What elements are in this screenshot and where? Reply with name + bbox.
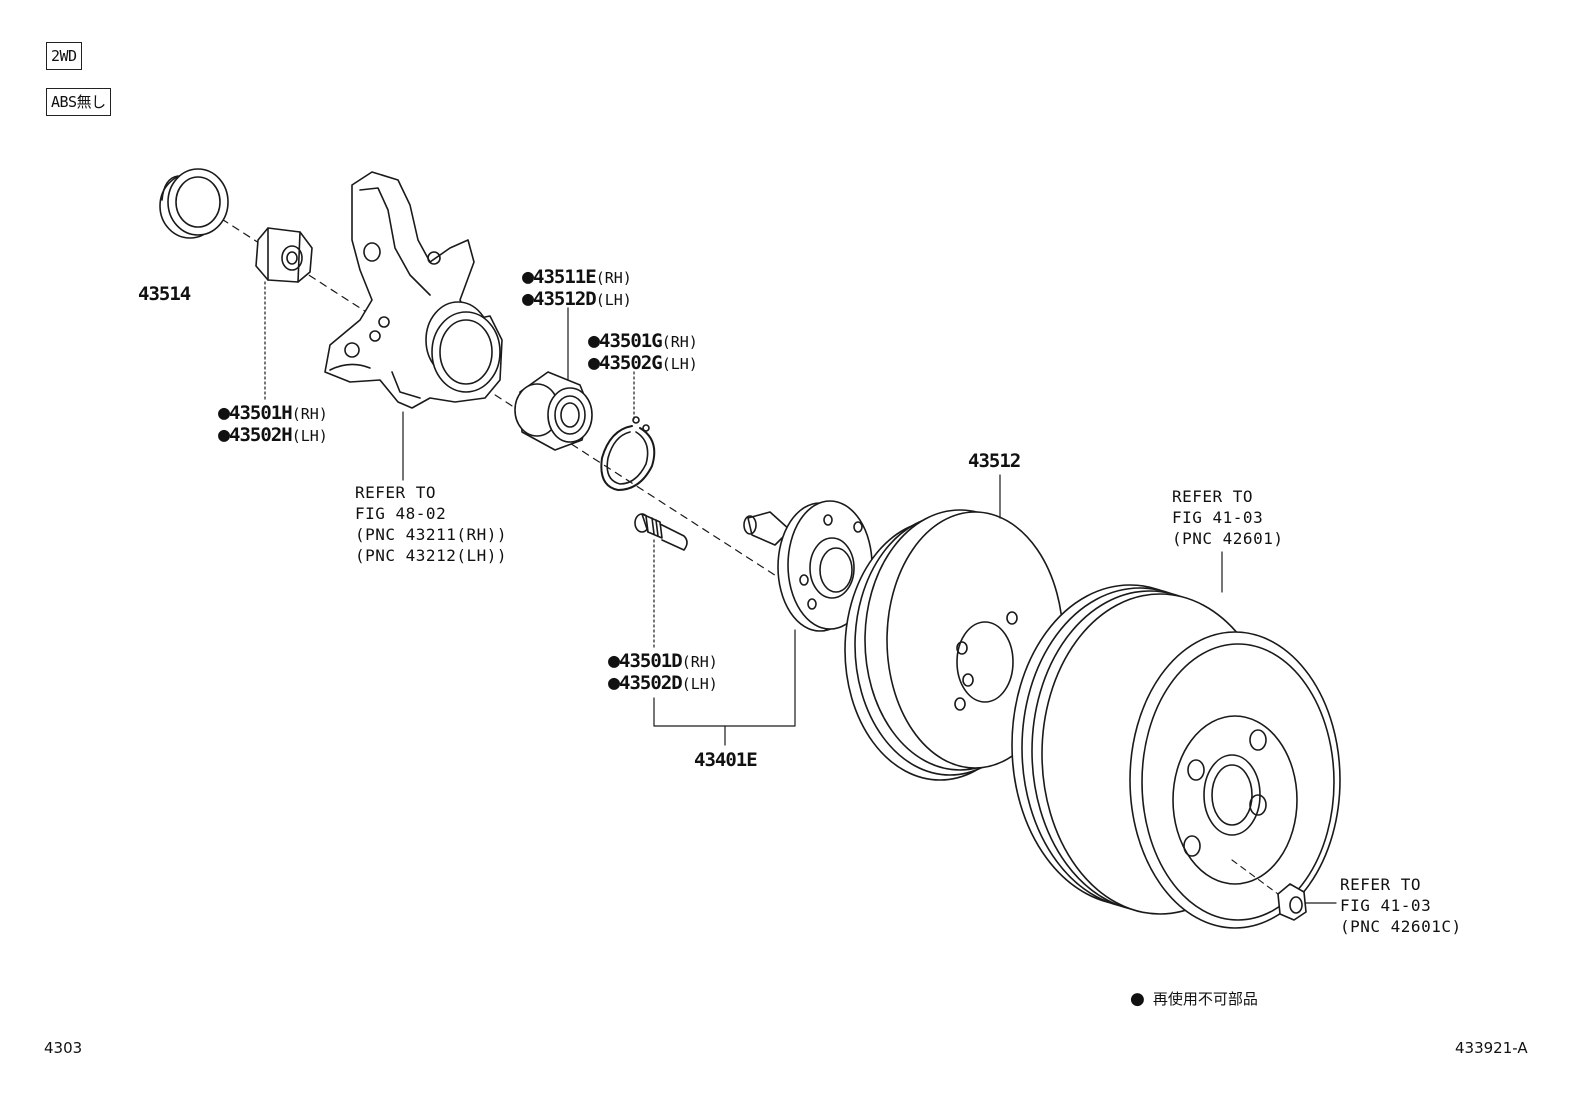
- part-number-43501D[interactable]: ●43501D(RH): [608, 650, 718, 673]
- reference-line: FIG 41-03: [1340, 896, 1432, 915]
- non-reusable-marker: ●: [588, 350, 600, 374]
- reference-knuckle[interactable]: REFER TO FIG 48-02 (PNC 43211(RH)) (PNC …: [355, 482, 507, 566]
- reference-line: FIG 48-02: [355, 504, 447, 523]
- non-reusable-marker: ●: [522, 286, 534, 310]
- side-label: (LH): [661, 355, 698, 373]
- side-label: (RH): [661, 333, 698, 351]
- reference-line: (PNC 43212(LH)): [355, 546, 507, 565]
- reference-line: FIG 41-03: [1172, 508, 1264, 527]
- legend: ● 再使用不可部品: [1130, 988, 1258, 1009]
- drive-type-badge: 2WD: [46, 42, 82, 70]
- part-number-43502G[interactable]: ●43502G(LH): [588, 352, 698, 375]
- non-reusable-marker: ●: [218, 400, 230, 424]
- legend-text: 再使用不可部品: [1152, 990, 1258, 1008]
- part-number-43401E[interactable]: 43401E: [694, 749, 758, 771]
- reference-line: REFER TO: [1340, 875, 1422, 894]
- wheel-rim-drawing: [1011, 584, 1341, 929]
- reference-line: (PNC 42601): [1172, 529, 1284, 548]
- part-number: 43511E: [533, 266, 597, 288]
- figure-id: 433921-A: [1455, 1039, 1528, 1057]
- non-reusable-marker: ●: [218, 422, 230, 446]
- part-number-43501H[interactable]: ●43501H(RH): [218, 402, 328, 425]
- non-reusable-marker: ●: [522, 264, 534, 288]
- dust-cover-drawing: [159, 168, 229, 239]
- reference-wheel-nut[interactable]: REFER TO FIG 41-03 (PNC 42601C): [1340, 874, 1462, 937]
- hub-bearing-drawing: [514, 371, 593, 451]
- part-number: 43502H: [229, 424, 293, 446]
- side-label: (LH): [595, 291, 632, 309]
- abs-badge: ABS無し: [46, 88, 111, 116]
- part-number: 43512D: [533, 288, 597, 310]
- part-number-43512D[interactable]: ●43512D(LH): [522, 288, 632, 311]
- non-reusable-marker: ●: [588, 328, 600, 352]
- part-number-43511E[interactable]: ●43511E(RH): [522, 266, 632, 289]
- non-reusable-marker: ●: [608, 670, 620, 694]
- page-number: 4303: [44, 1039, 83, 1057]
- steering-knuckle-drawing: [324, 171, 503, 409]
- reference-wheel[interactable]: REFER TO FIG 41-03 (PNC 42601): [1172, 486, 1283, 549]
- side-label: (RH): [595, 269, 632, 287]
- reference-line: REFER TO: [1172, 487, 1254, 506]
- axle-hub-drawing: [743, 500, 873, 632]
- hub-bolt-drawing: [634, 513, 688, 551]
- wheel-nut-drawing: [1277, 883, 1307, 921]
- side-label: (LH): [681, 675, 718, 693]
- part-number-43502D[interactable]: ●43502D(LH): [608, 672, 718, 695]
- side-label: (RH): [291, 405, 328, 423]
- reference-line: (PNC 42601C): [1340, 917, 1462, 936]
- reference-line: (PNC 43211(RH)): [355, 525, 507, 544]
- wheel-nut-axis: [1231, 859, 1279, 895]
- part-number-43502H[interactable]: ●43502H(LH): [218, 424, 328, 447]
- part-number: 43502G: [599, 352, 663, 374]
- non-reusable-marker: ●: [608, 648, 620, 672]
- snap-ring-drawing: [600, 416, 656, 491]
- hub-nut-drawing: [255, 227, 313, 283]
- part-number: 43501D: [619, 650, 683, 672]
- part-number-43512[interactable]: 43512: [968, 450, 1021, 472]
- side-label: (LH): [291, 427, 328, 445]
- part-number-43514[interactable]: 43514: [138, 283, 191, 305]
- part-number-43501G[interactable]: ●43501G(RH): [588, 330, 698, 353]
- leader-lines: [264, 281, 1337, 904]
- part-number: 43501H: [229, 402, 293, 424]
- side-label: (RH): [681, 653, 718, 671]
- legend-symbol: ●: [1130, 989, 1145, 1009]
- part-number: 43501G: [599, 330, 663, 352]
- part-number: 43502D: [619, 672, 683, 694]
- reference-line: REFER TO: [355, 483, 437, 502]
